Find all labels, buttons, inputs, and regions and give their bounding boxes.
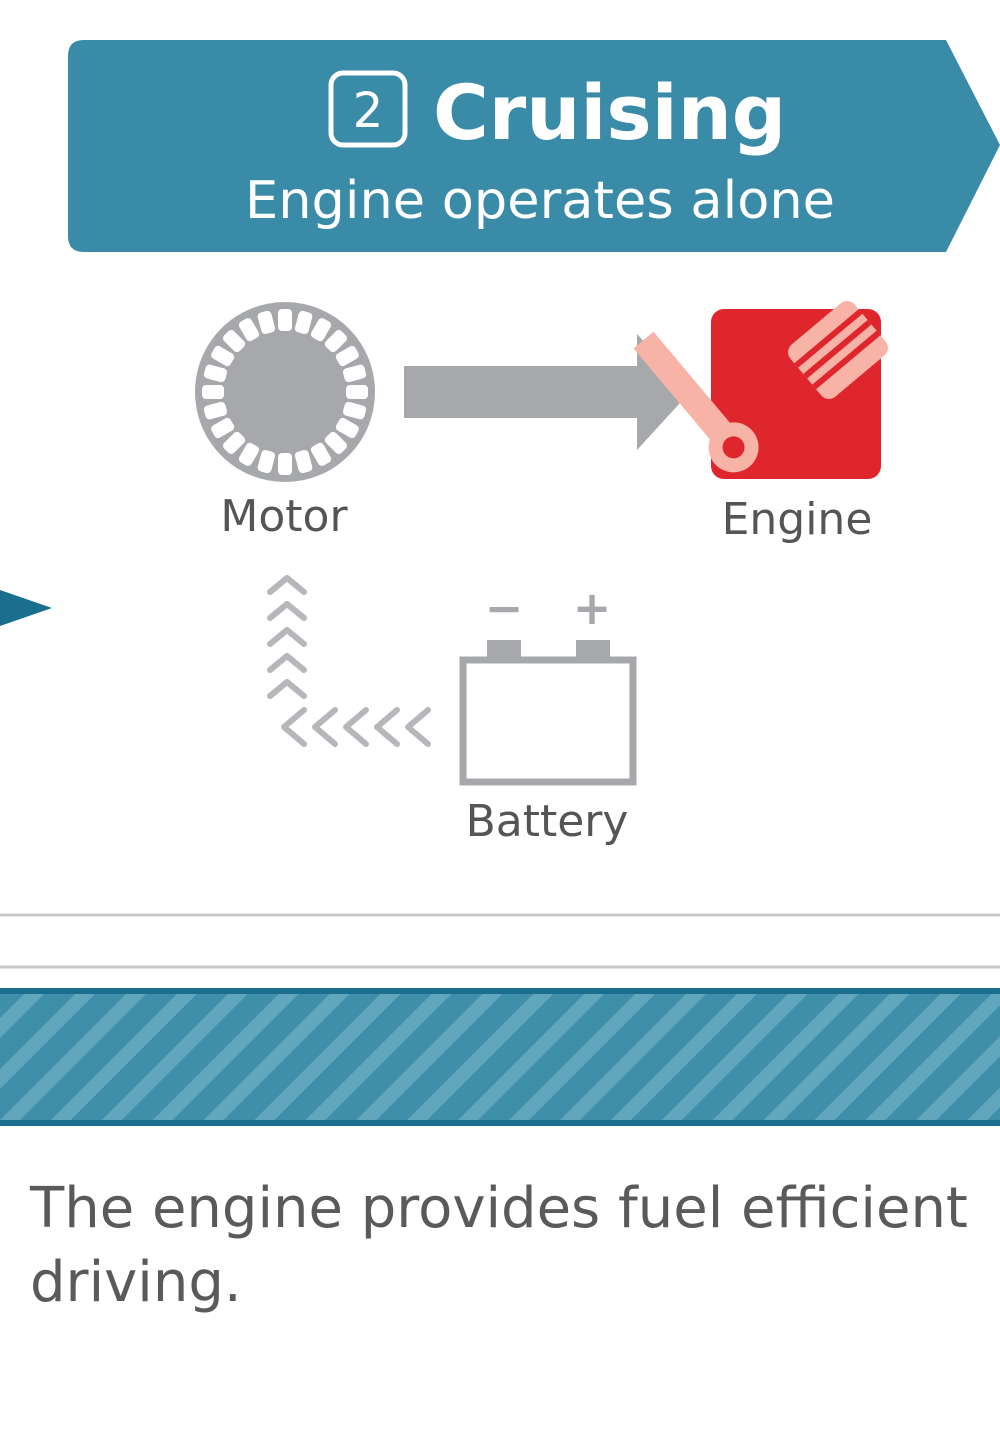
motor-slot (238, 442, 260, 466)
motor-slot (294, 450, 313, 474)
motor-slot (294, 310, 313, 334)
chevron-up-icon (267, 679, 307, 699)
motor-slot (346, 385, 368, 399)
chevron-up-icon (267, 627, 307, 647)
battery-icon: − + (459, 581, 637, 786)
motor-slot (202, 385, 224, 399)
engine-label: Engine (722, 494, 873, 545)
motor-slot (257, 450, 276, 474)
chevron-left-icon (343, 707, 369, 747)
motor-slot (278, 309, 292, 331)
battery-plus-symbol: + (573, 581, 612, 635)
motor-slot (335, 417, 359, 439)
motor-slot (211, 345, 235, 367)
step-number: 2 (353, 83, 384, 139)
banner-subtitle: Engine operates alone (245, 171, 835, 231)
chevron-left-icon (281, 707, 307, 747)
motor-slot (211, 417, 235, 439)
chevron-up-icon (267, 653, 307, 673)
motor-slot (343, 401, 367, 420)
battery-to-motor-flow-left (281, 707, 431, 747)
chevron-left-icon (374, 707, 400, 747)
motor-slot (203, 401, 227, 420)
battery-label: Battery (466, 796, 629, 847)
banner-shape (68, 40, 1000, 252)
motor-slot (324, 431, 347, 454)
step-number-box (328, 70, 408, 148)
motor-slot (223, 330, 246, 353)
motor-slot (310, 442, 332, 466)
chevron-left-icon (405, 707, 431, 747)
motor-slot (324, 330, 347, 353)
motor-icon (195, 302, 375, 482)
motor-label: Motor (220, 491, 348, 542)
chevron-left-icon (312, 707, 338, 747)
striped-progress-bar (0, 988, 1000, 1126)
motor-slot (203, 364, 227, 383)
chevron-up-icon (267, 601, 307, 621)
header-banner: 2 Cruising Engine operates alone (68, 40, 1000, 252)
motor-slot (257, 310, 276, 334)
piston-icon (633, 301, 888, 479)
motor-slot (223, 431, 246, 454)
motor-slot (278, 453, 292, 475)
chevron-up-icon (267, 575, 307, 595)
motor-slot (310, 318, 332, 342)
motor-slot (238, 318, 260, 342)
motor-slot (335, 345, 359, 367)
description-text: The engine provides fuel efficient drivi… (30, 1176, 968, 1315)
power-flow-arrow-icon (404, 334, 690, 450)
banner-title: Cruising (433, 68, 786, 157)
motor-slot (343, 364, 367, 383)
left-pointer-icon (0, 590, 52, 626)
battery-to-motor-flow-up (267, 575, 307, 699)
battery-minus-symbol: − (485, 581, 524, 635)
